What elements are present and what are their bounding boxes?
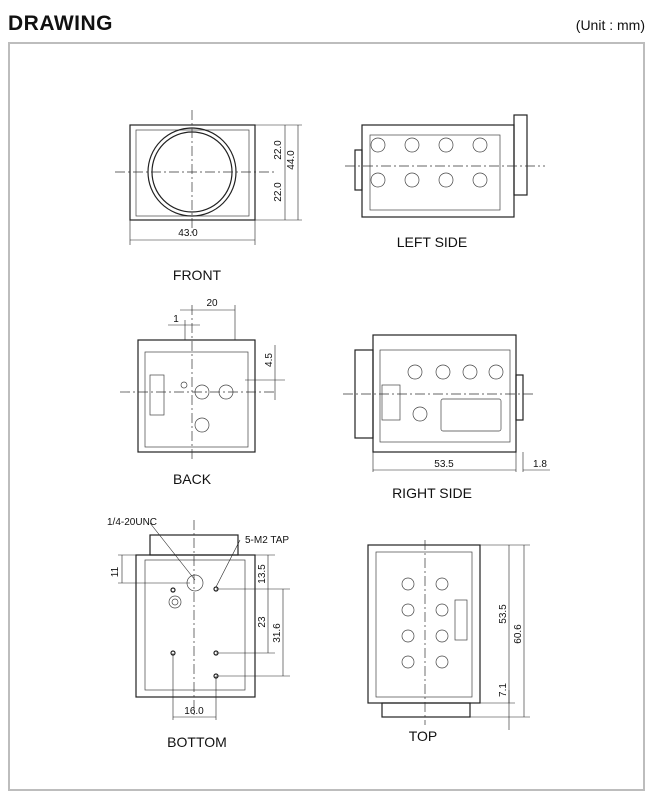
back-dim-vertical: 4.5 xyxy=(264,353,275,367)
back-view: 20 1 4.5 BACK xyxy=(120,298,285,487)
left-side-label: LEFT SIDE xyxy=(397,234,468,250)
front-view: 22.0 22.0 44.0 43.0 FRONT xyxy=(115,110,302,283)
bottom-dim-tap-offset: 13.5 xyxy=(257,564,268,584)
back-dim-offset: 20 xyxy=(206,298,218,309)
back-label: BACK xyxy=(173,471,212,487)
right-dim-flange: 1.8 xyxy=(533,459,547,470)
bottom-dim-tap-spacing: 23 xyxy=(257,616,268,628)
top-dim-lens: 7.1 xyxy=(498,683,509,697)
bottom-dim-tripod: 11 xyxy=(110,566,121,577)
callout-tap: 5-M2 TAP xyxy=(245,535,289,546)
top-view: 53.5 60.6 7.1 TOP xyxy=(367,540,530,744)
right-side-label: RIGHT SIDE xyxy=(392,485,472,501)
right-dim-length: 53.5 xyxy=(434,459,454,470)
top-label: TOP xyxy=(409,728,438,744)
front-label: FRONT xyxy=(173,267,222,283)
bottom-dim-tap-span: 31.6 xyxy=(272,623,283,643)
bottom-dim-width: 16.0 xyxy=(184,706,204,717)
drawing-frame xyxy=(8,42,645,791)
front-dim-upper: 22.0 xyxy=(273,140,284,160)
front-dim-lower: 22.0 xyxy=(273,182,284,202)
top-dim-body: 53.5 xyxy=(498,604,509,624)
top-dim-overall: 60.6 xyxy=(513,624,524,644)
callout-tripod: 1/4-20UNC xyxy=(107,517,157,528)
front-dim-height: 44.0 xyxy=(286,150,297,170)
unit-note: (Unit : mm) xyxy=(575,17,645,33)
right-side-view: 53.5 1.8 RIGHT SIDE xyxy=(343,334,550,501)
page-title: DRAWING xyxy=(8,12,113,35)
bottom-view: 1/4-20UNC 5-M2 TAP 11 13.5 23 31.6 16.0 … xyxy=(107,517,290,750)
bottom-label: BOTTOM xyxy=(167,734,227,750)
left-side-view: LEFT SIDE xyxy=(345,114,545,250)
front-dim-width: 43.0 xyxy=(178,228,198,239)
back-dim-center: 1 xyxy=(173,314,179,325)
